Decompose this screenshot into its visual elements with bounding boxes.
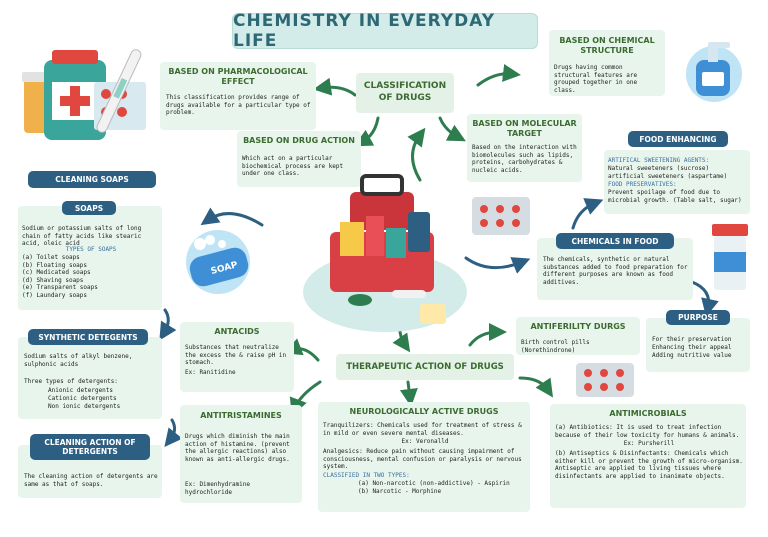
- soap-type-item: (c) Medicated soaps: [22, 269, 91, 277]
- preservatives-heading: FOOD PRESERVATIVES:: [608, 181, 677, 188]
- food-enhancing-pill: FOOD ENHANCING: [628, 131, 728, 147]
- antihistamines-heading: ANTITRISTAMINES: [200, 411, 282, 420]
- tranquilizers-example: Ex: Veronalld: [401, 438, 449, 445]
- first-aid-kit-illustration: [300, 172, 470, 341]
- antihistamines-text: Drugs which diminish the main action of …: [185, 433, 290, 463]
- soap-types-list: (a) Toilet soaps (b) Floating soaps (c) …: [22, 254, 160, 300]
- arrow-to-soaps: [200, 207, 264, 227]
- analgesic-type-item: (b) Narcotic - Morphine: [358, 488, 442, 495]
- structure-heading: BASED ON CHEMICAL STRUCTURE: [559, 36, 655, 55]
- antihistamines-example: Ex: Dimenhydramine hydrochloride: [185, 481, 251, 496]
- pharmacological-heading: BASED ON PHARMACOLOGICAL EFFECT: [168, 67, 308, 86]
- arrow-to-antimicrobials: [518, 376, 553, 398]
- antibiotics-text: (a) Antibiotics: It is used to treat inf…: [555, 424, 740, 439]
- medicine-bottle-illustration: [18, 38, 158, 152]
- antifertility-text: Birth control pills (Norethindrone): [521, 339, 590, 354]
- arrow-to-enhancing: [571, 198, 604, 230]
- chemicals-in-food-pill: CHEMICALS IN FOOD: [556, 233, 674, 249]
- arrow-up-classification: [407, 127, 426, 182]
- soap-type-item: (b) Floating soaps: [22, 261, 88, 269]
- antacids-box: ANTACIDS Substances that neutralize the …: [180, 322, 294, 392]
- drug-action-text: Which act on a particular biochemical pr…: [242, 155, 344, 178]
- neuro-drugs-box: NEUROLOGICALLY ACTIVE DRUGS Tranquilizer…: [318, 402, 530, 512]
- pill-pack-illustration: [470, 195, 532, 243]
- arrow-to-drug-action: [354, 116, 380, 147]
- soap-type-item: (e) Transparent soaps: [22, 284, 98, 292]
- food-enhancing-box: ARTIFICAL SWEETENING AGENTS: Natural swe…: [604, 150, 750, 214]
- detergent-type-item: Non ionic detergents: [48, 403, 121, 410]
- sweeteners-text: Natural sweeteners (sucrose) artificial …: [608, 165, 728, 180]
- arrow-to-molecular: [438, 116, 466, 142]
- soap-type-item: (f) Laundary soaps: [22, 291, 88, 299]
- analgesic-type-item: (a) Non-narcotic (non-addictive) - Aspir…: [358, 480, 510, 487]
- synthetic-definition: Sodium salts of alkyl benzene, sulphonic…: [24, 353, 133, 368]
- antimicrobials-heading: ANTIMICROBIALS: [609, 409, 687, 418]
- molecular-heading: BASED ON MOLECULAR TARGET: [472, 119, 577, 138]
- drug-action-heading: BASED ON DRUG ACTION: [243, 136, 355, 145]
- arrow-to-synthetic: [159, 308, 177, 341]
- arrow-to-antifertility: [468, 323, 507, 347]
- medicine-jar-illustration: [708, 222, 752, 298]
- pharmacological-text: This classification provides range of dr…: [166, 94, 311, 117]
- sweeteners-heading: ARTIFICAL SWEETENING AGENTS:: [608, 157, 710, 164]
- antifertility-heading: ANTIFERILITY DURGS: [530, 322, 626, 331]
- cleaning-action-text: The cleaning action of detergents are sa…: [24, 473, 158, 488]
- soap-type-item: (d) Shaving soaps: [22, 276, 84, 284]
- analgesics-text: Analgesics: Reduce pain without causing …: [323, 448, 522, 471]
- classification-center: CLASSIFICATION OF DRUGS: [356, 73, 454, 113]
- therapeutic-heading: THERAPEUTIC ACTION OF DRUGS: [346, 362, 504, 372]
- purpose-box: For their preservation Enhancing their a…: [646, 318, 750, 372]
- arrow-to-purpose: [690, 280, 719, 317]
- purpose-item: For their preservation: [652, 336, 732, 343]
- synthetic-detergents-box: Sodium salts of alkyl benzene, sulphonic…: [18, 337, 162, 419]
- molecular-text: Based on the interaction with biomolecul…: [472, 144, 577, 174]
- tranquilizers-text: Tranquilizers: Chemicals used for treatm…: [323, 422, 522, 437]
- arrow-to-pharmacological: [313, 77, 357, 97]
- soap-type-item: (a) Toilet soaps: [22, 254, 80, 261]
- arrow-to-structure: [476, 64, 521, 87]
- molecular-target-box: BASED ON MOLECULAR TARGET Based on the i…: [467, 114, 582, 182]
- page-title: CHEMISTRY IN EVERYDAY LIFE: [232, 11, 538, 51]
- detergent-type-item: Cationic detergents: [48, 395, 117, 402]
- structure-text: Drugs having common structural features …: [554, 64, 638, 94]
- synthetic-detergents-pill: SYNTHETIC DETEGENTS: [28, 329, 148, 345]
- soaps-pill: SOAPS: [62, 201, 116, 215]
- arrow-to-food: [464, 256, 531, 274]
- soaps-definition: Sodium or potassium salts of long chain …: [22, 225, 142, 248]
- cleaning-soaps-pill: CLEANING SOAPS: [28, 171, 156, 188]
- antimicrobials-box: ANTIMICROBIALS (a) Antibiotics: It is us…: [550, 404, 746, 508]
- purpose-item: Adding nutritive value: [652, 352, 732, 359]
- soap-bar-illustration: SOAP: [176, 226, 262, 298]
- antiseptics-text: (b) Antiseptics & Disinfectants: Chemica…: [555, 450, 743, 480]
- preservatives-text: Prevent spoilage of food due to microbia…: [608, 189, 742, 204]
- antifertility-box: ANTIFERILITY DURGS Birth control pills (…: [516, 317, 640, 355]
- drug-action-box: BASED ON DRUG ACTION Which act on a part…: [237, 131, 361, 187]
- antihistamines-box: ANTITRISTAMINES Drugs which diminish the…: [180, 405, 302, 503]
- purpose-item: Enhancing their appeal: [652, 344, 732, 351]
- arrow-to-cleaning-action: [164, 418, 183, 448]
- arrow-to-neuro: [399, 380, 418, 407]
- antacids-example: Ex: Ranitidine: [185, 369, 236, 376]
- arrow-to-antacids: [283, 338, 320, 362]
- pill-pack-illustration: [574, 361, 636, 403]
- chemicals-food-text: The chemicals, synthetic or natural subs…: [543, 256, 688, 286]
- neuro-heading: NEUROLOGICALLY ACTIVE DRUGS: [349, 407, 499, 416]
- cleaning-action-pill: CLEANING ACTION OF DETERGENTS: [30, 434, 150, 460]
- therapeutic-center: THERAPEUTIC ACTION OF DRUGS: [336, 354, 514, 380]
- antibiotics-example: Ex: Pursherill: [623, 440, 675, 447]
- detergent-type-item: Anionic detergents: [48, 387, 114, 394]
- synthetic-types-intro: Three types of detergents:: [24, 378, 118, 385]
- soap-types-heading: TYPES OF SOAPS: [65, 246, 117, 253]
- pharmacological-effect-box: BASED ON PHARMACOLOGICAL EFFECT This cla…: [160, 62, 316, 130]
- antacids-heading: ANTACIDS: [214, 327, 260, 336]
- soaps-box: Sodium or potassium salts of long chain …: [18, 206, 162, 310]
- sanitizer-bottle-illustration: [672, 34, 752, 108]
- classified-heading: CLASSIFIED IN TWO TYPES:: [323, 472, 410, 479]
- classification-heading: CLASSIFICATION OF DRUGS: [363, 81, 447, 103]
- chemical-structure-box: BASED ON CHEMICAL STRUCTURE Drugs having…: [549, 30, 665, 96]
- antacids-text: Substances that neutralize the excess th…: [185, 344, 287, 367]
- purpose-pill: PURPOSE: [666, 310, 730, 325]
